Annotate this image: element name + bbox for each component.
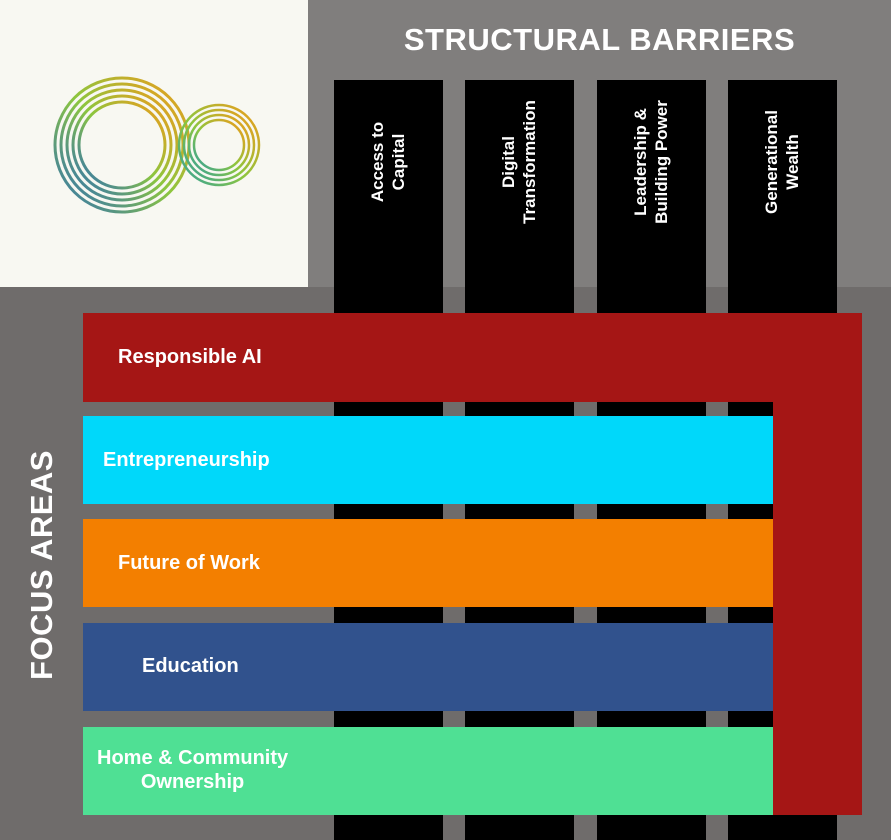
- focus-area-label: Future of Work: [118, 552, 260, 574]
- focus-band-responsible-ai: Responsible AI: [83, 313, 862, 402]
- focus-area-label: Home & Community Ownership: [97, 747, 289, 793]
- logo-panel: [0, 0, 308, 287]
- barrier-label: Generational Wealth: [762, 110, 802, 214]
- focus-area-label: Responsible AI: [118, 346, 262, 368]
- responsible-ai-vertical-bar: [773, 313, 862, 815]
- focus-band-home-community-ownership: Home & Community Ownership: [83, 727, 773, 815]
- focus-band-future-of-work: Future of Work: [83, 519, 773, 607]
- concentric-rings-logo: [53, 76, 261, 214]
- structural-barriers-title: STRUCTURAL BARRIERS: [403, 22, 796, 57]
- focus-band-education: Education: [83, 623, 773, 711]
- focus-band-entrepreneurship: Entrepreneurship: [83, 416, 773, 504]
- focus-area-label: Education: [142, 655, 239, 677]
- focus-area-label: Entrepreneurship: [103, 449, 270, 471]
- focus-areas-label: FOCUS AREAS: [24, 450, 59, 680]
- barrier-label: Access to Capital: [368, 121, 408, 203]
- barrier-label: Digital Transformation: [499, 100, 539, 224]
- barrier-label: Leadership & Building Power: [631, 100, 671, 224]
